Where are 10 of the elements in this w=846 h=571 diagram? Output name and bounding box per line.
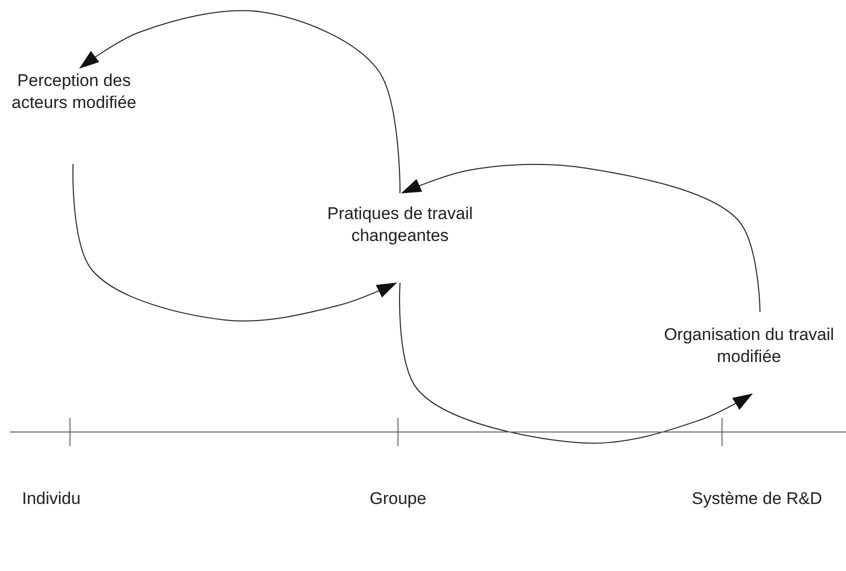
arrow [72,164,397,322]
axis-label: Groupe [370,489,426,509]
axis-label: Système de R&D [692,489,822,509]
axis-label: Individu [22,489,81,509]
node-label: Perception des acteurs modifiée [10,70,138,114]
node-label: Organisation du travail modifiée [662,324,836,368]
arrow [401,164,760,312]
node-label: Pratiques de travail changeantes [326,203,474,248]
arrow [399,282,753,444]
arrow [79,10,400,194]
